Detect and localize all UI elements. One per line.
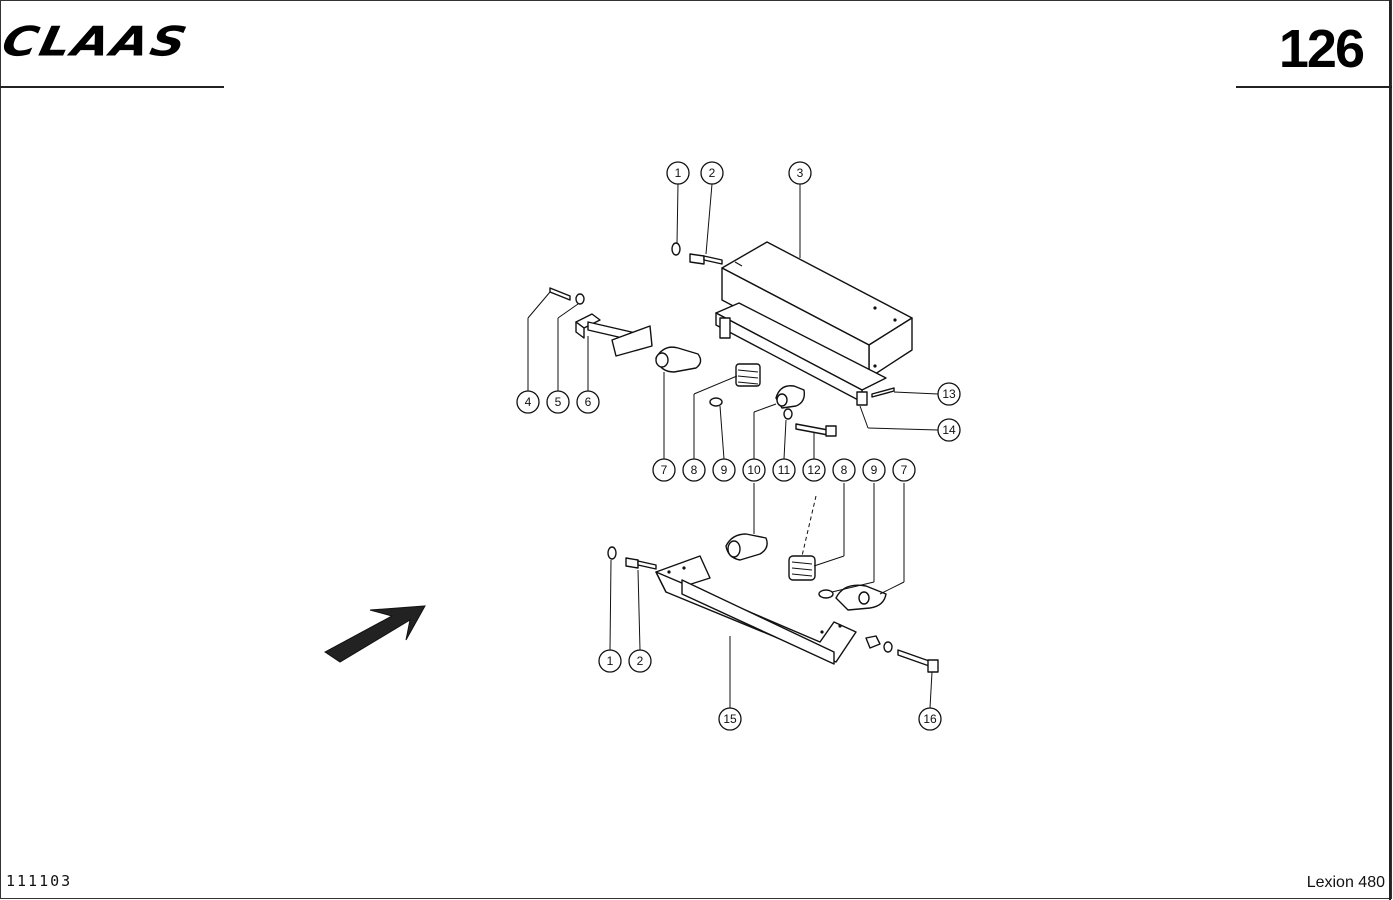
lower-bracket-part — [655, 555, 857, 665]
callout-5: 5 — [546, 390, 570, 414]
washer-part — [709, 397, 723, 407]
svg-text:6: 6 — [585, 395, 592, 409]
svg-text:2: 2 — [637, 654, 644, 668]
svg-text:1: 1 — [675, 166, 682, 180]
page-number: 126 — [1278, 19, 1365, 79]
callout-3: 3 — [788, 161, 812, 185]
callout-2-lower: 2 — [628, 649, 652, 673]
svg-text:14: 14 — [942, 423, 956, 437]
lower-clamp-part — [725, 533, 768, 561]
callout-11: 11 — [772, 458, 796, 482]
callout-8-right: 8 — [832, 458, 856, 482]
svg-text:3: 3 — [797, 166, 804, 180]
washer-11-part — [783, 408, 793, 420]
header-rule-left — [0, 86, 224, 88]
leader-lines — [527, 183, 939, 709]
lower-washer-part — [818, 589, 834, 599]
support-arm-part — [715, 302, 887, 406]
callout-13: 13 — [937, 382, 961, 406]
callout-6: 6 — [576, 390, 600, 414]
svg-text:15: 15 — [723, 712, 737, 726]
svg-text:9: 9 — [721, 463, 728, 477]
svg-text:7: 7 — [661, 463, 668, 477]
document-code: 111103 — [6, 872, 73, 890]
svg-text:9: 9 — [871, 463, 878, 477]
callout-9-right: 9 — [862, 458, 886, 482]
callout-7-middle: 7 — [652, 458, 676, 482]
svg-text:8: 8 — [691, 463, 698, 477]
callout-15: 15 — [718, 707, 742, 731]
direction-arrow-icon — [324, 605, 426, 663]
machine-model: Lexion 480 — [1306, 874, 1385, 891]
center-clamp-part — [775, 385, 806, 409]
upper-washer-bolt — [671, 242, 723, 265]
svg-text:5: 5 — [555, 395, 562, 409]
callout-9-middle: 9 — [712, 458, 736, 482]
svg-text:1: 1 — [607, 654, 614, 668]
callout-8-middle: 8 — [682, 458, 706, 482]
svg-text:11: 11 — [778, 463, 791, 477]
nut-washer-bolt-16 — [865, 635, 939, 673]
svg-text:7: 7 — [901, 463, 908, 477]
page-border-right — [1389, 0, 1391, 900]
rubber-bushing-part — [735, 363, 761, 387]
lower-right-clamp-part — [835, 584, 887, 611]
callout-7-right: 7 — [892, 458, 916, 482]
svg-text:13: 13 — [942, 387, 956, 401]
pin-13-part — [871, 387, 895, 398]
callout-12: 12 — [802, 458, 826, 482]
callout-1-upper: 1 — [666, 161, 690, 185]
svg-text:2: 2 — [709, 166, 716, 180]
callout-2-upper: 2 — [700, 161, 724, 185]
callout-4: 4 — [516, 390, 540, 414]
bolt-12-part — [795, 423, 837, 437]
callout-16: 16 — [918, 707, 942, 731]
callout-1-lower: 1 — [598, 649, 622, 673]
svg-text:12: 12 — [807, 463, 821, 477]
lower-washer-bolt — [607, 546, 657, 570]
svg-text:16: 16 — [923, 712, 937, 726]
svg-text:8: 8 — [841, 463, 848, 477]
svg-text:10: 10 — [747, 463, 761, 477]
link-plate-part — [549, 287, 653, 357]
callout-10: 10 — [742, 458, 766, 482]
callout-14: 14 — [937, 418, 961, 442]
left-clamp-part — [655, 346, 702, 373]
svg-text:4: 4 — [525, 395, 532, 409]
lower-bushing-part — [788, 555, 816, 581]
header-rule-right — [1236, 86, 1392, 88]
